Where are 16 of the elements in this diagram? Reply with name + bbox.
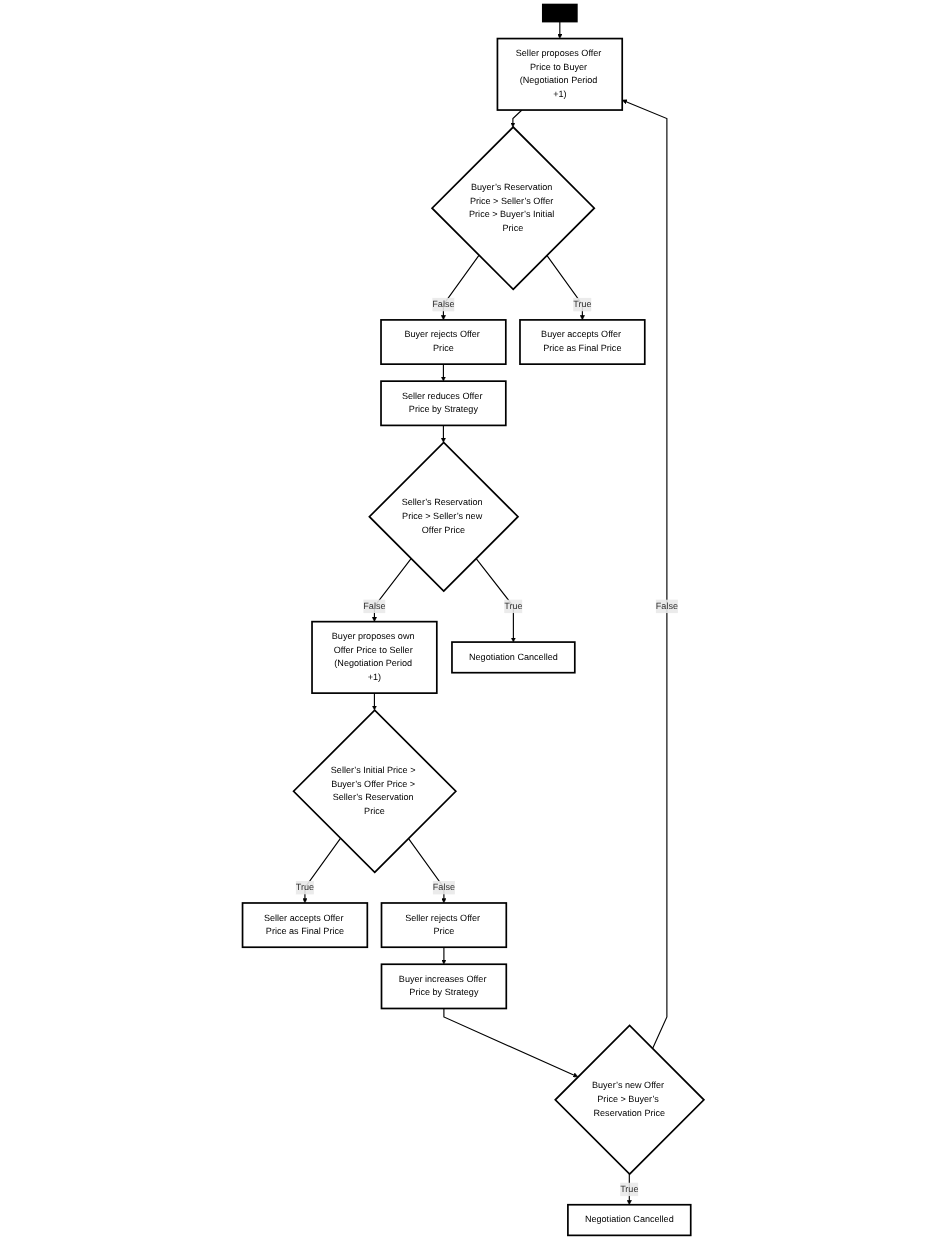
arrow xyxy=(442,946,448,965)
arrow xyxy=(408,837,448,904)
arrow xyxy=(372,558,413,622)
arrow xyxy=(441,363,447,382)
arrow xyxy=(627,1173,633,1205)
arrow xyxy=(441,254,481,321)
arrow xyxy=(441,424,447,443)
node-box xyxy=(542,3,579,23)
arrow xyxy=(622,99,669,1050)
arrow xyxy=(547,254,586,321)
arrow xyxy=(476,557,517,643)
arrow xyxy=(558,21,564,39)
arrow xyxy=(372,692,378,711)
arrow xyxy=(303,837,342,904)
arrow xyxy=(511,109,524,128)
arrow xyxy=(444,1007,579,1078)
